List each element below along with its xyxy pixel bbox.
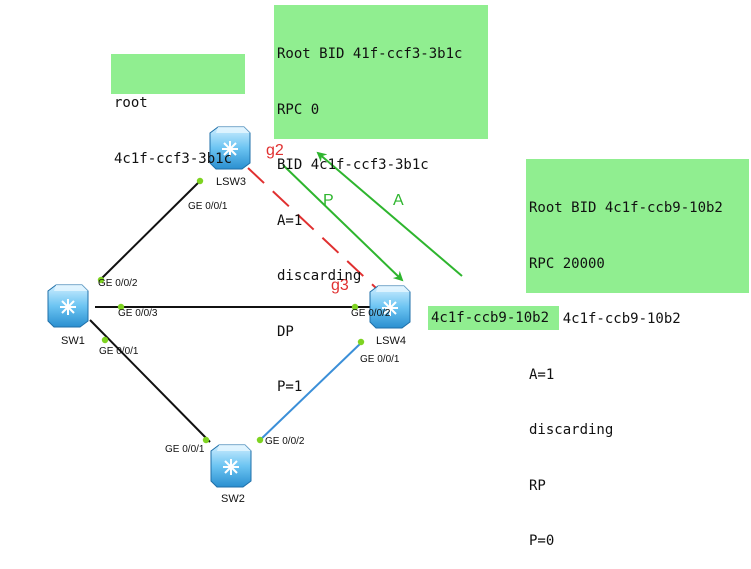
agreement-arrow <box>316 151 463 277</box>
note-line: root <box>114 95 148 111</box>
note-line: RPC 0 <box>277 101 320 118</box>
switch-icon <box>47 284 89 328</box>
note-line: DP <box>277 323 294 340</box>
port-dot <box>117 303 125 311</box>
note-line: A=1 <box>529 366 555 383</box>
link-sw2-lsw4 <box>257 341 363 443</box>
note-line: discarding <box>277 268 362 284</box>
note-line: RPC 20000 <box>529 255 605 272</box>
link-sw1-sw2 <box>89 319 211 443</box>
device-label-lsw4: LSW4 <box>376 335 406 347</box>
port-dot <box>196 177 204 185</box>
port-label-sw1-g003: GE 0/0/3 <box>118 308 158 319</box>
device-label-sw2: SW2 <box>221 493 245 505</box>
port-marker-g2: g2 <box>266 142 284 159</box>
switch-icon <box>369 285 411 329</box>
note-line: Root BID 41f-ccf3-3b1c <box>277 46 463 62</box>
lsw4-bid-note: 4c1f-ccb9-10b2 <box>428 306 559 330</box>
port-dot <box>256 436 264 444</box>
proposal-arrow <box>282 164 404 282</box>
device-label-lsw3: LSW3 <box>216 176 246 188</box>
note-line: Root BID 4c1f-ccb9-10b2 <box>529 200 723 216</box>
port-dot <box>351 303 359 311</box>
note-line: BID 4c1f-ccb9-10b2 <box>529 311 681 327</box>
port-label-lsw4-g002: GE 0/0/2 <box>351 308 391 319</box>
note-line: P=0 <box>529 533 555 549</box>
lsw4-port-note: Root BID 4c1f-ccb9-10b2 RPC 20000 BID 4c… <box>526 159 749 549</box>
note-line: discarding <box>529 422 614 438</box>
port-label-sw2-g002: GE 0/0/2 <box>265 436 305 447</box>
port-dot <box>202 436 210 444</box>
port-label-sw1-g001: GE 0/0/1 <box>99 346 139 357</box>
topology-diagram <box>47 126 463 488</box>
port-label-lsw4-g001: GE 0/0/1 <box>360 354 400 365</box>
port-label-sw2-g001: GE 0/0/1 <box>165 444 205 455</box>
port-dot <box>97 276 105 284</box>
note-line: A=1 <box>277 212 303 229</box>
agreement-label: A <box>393 192 404 209</box>
device-label-sw1: SW1 <box>61 335 85 347</box>
port-dot <box>101 336 109 344</box>
switch-icon <box>210 444 252 488</box>
proposal-label: P <box>323 192 334 209</box>
port-dot <box>357 338 365 346</box>
note-line: 4c1f-ccf3-3b1c <box>114 150 233 167</box>
link-lsw3-sw1 <box>99 180 201 281</box>
switch-icon <box>209 126 251 170</box>
port-label-sw1-g002: GE 0/0/2 <box>98 278 138 289</box>
port-label-lsw3-g001: GE 0/0/1 <box>188 201 228 212</box>
note-line: BID 4c1f-ccf3-3b1c <box>277 157 429 173</box>
link-lsw3-lsw4-blocked <box>247 167 377 289</box>
root-note: root 4c1f-ccf3-3b1c <box>111 54 245 167</box>
lsw3-port-note: Root BID 41f-ccf3-3b1c RPC 0 BID 4c1f-cc… <box>274 5 488 395</box>
port-marker-g3: g3 <box>331 277 349 294</box>
note-line: RP <box>529 477 546 494</box>
note-line: P=1 <box>277 379 303 395</box>
